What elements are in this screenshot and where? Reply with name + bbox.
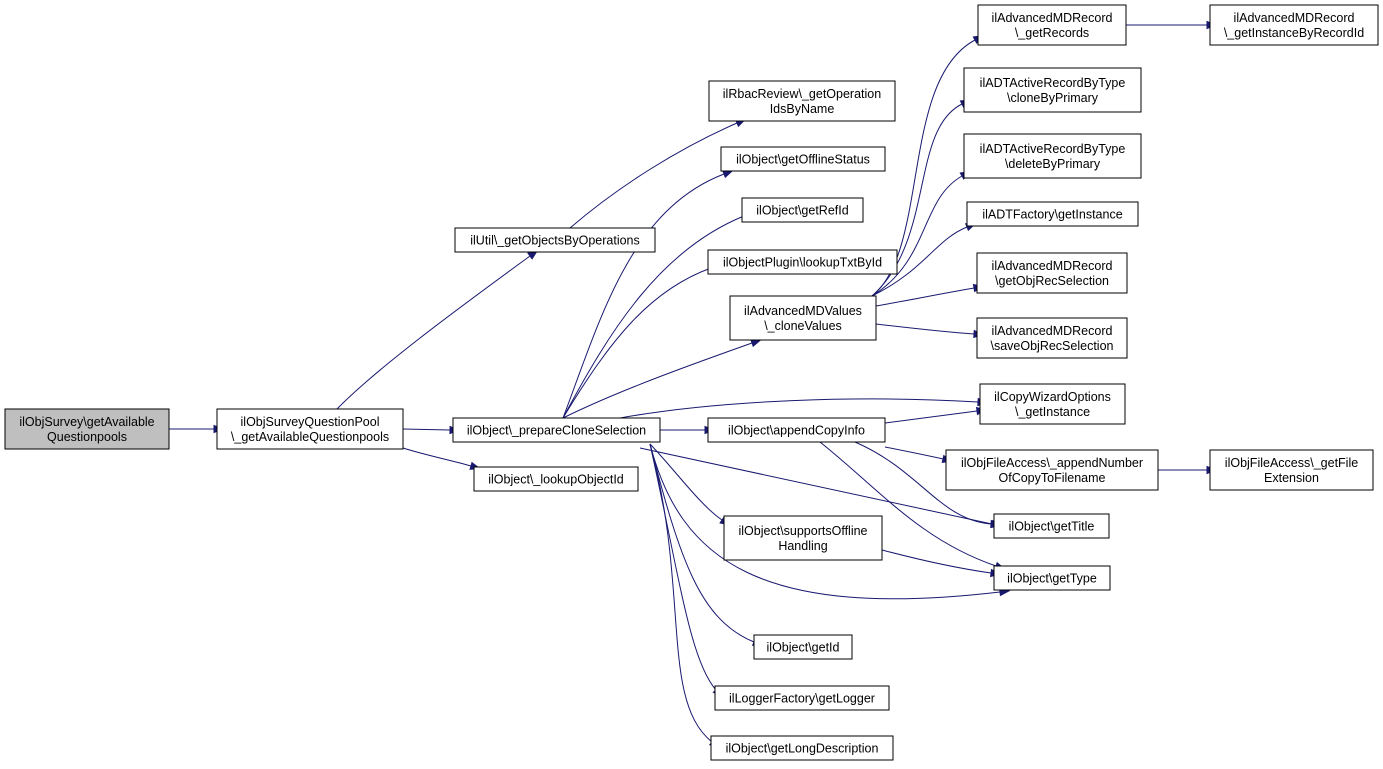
node-label: ilObject\getRefId [756, 204, 848, 218]
edge-prep-to-copywizard [619, 397, 989, 419]
node-getrecords[interactable]: ilAdvancedMDRecord\_getRecords [977, 4, 1127, 46]
node-label: \getObjRecSelection [995, 274, 1109, 288]
node-lookup[interactable]: ilObject\_lookupObjectId [473, 466, 639, 492]
edge-fileappend-to-fileext [1158, 465, 1218, 475]
node-label: Questionpools [47, 430, 127, 444]
node-label: ilObject\getId [767, 641, 840, 655]
node-getid[interactable]: ilObject\getId [753, 634, 853, 660]
edge-qpool-to-util [336, 249, 539, 410]
edge-qpool-to-lookup [402, 447, 481, 470]
node-root: ilObjSurvey\getAvailableQuestionpools [4, 408, 170, 450]
node-refid[interactable]: ilObject\getRefId [741, 197, 864, 223]
node-getobjrec[interactable]: ilAdvancedMDRecord\getObjRecSelection [976, 252, 1128, 294]
node-label: \_getInstanceByRecordId [1224, 26, 1364, 40]
edge-prep-to-supports [649, 443, 731, 526]
node-label: OfCopyToFilename [999, 471, 1106, 485]
node-label: Extension [1264, 471, 1319, 485]
node-qpool[interactable]: ilObjSurveyQuestionPool\_getAvailableQue… [216, 408, 404, 450]
arrowhead-icon [750, 339, 762, 348]
node-label: ilADTActiveRecordByType [980, 142, 1126, 156]
edge-appendcopy-to-copywizard [884, 406, 988, 424]
edge-root-to-qpool [169, 424, 225, 434]
node-label: ilAdvancedMDValues [744, 304, 862, 318]
node-adtfactory[interactable]: ilADTFactory\getInstance [966, 201, 1139, 227]
node-label: ilObjSurveyQuestionPool [241, 415, 380, 429]
edge-util-to-rbac [569, 118, 747, 229]
edge-mdvalues-to-saveobjrec [875, 323, 985, 339]
edge-prep-to-longdesc [649, 443, 721, 749]
node-label: ilObject\getTitle [1009, 520, 1095, 534]
node-label: ilAdvancedMDRecord [1234, 11, 1355, 25]
node-label: ilRbacReview\_getOperation [723, 87, 881, 101]
node-label: ilObject\getType [1007, 572, 1097, 586]
node-label: ilAdvancedMDRecord [992, 324, 1113, 338]
edge-supports-to-gettype [881, 549, 1002, 578]
node-label: ilADTActiveRecordByType [980, 76, 1126, 90]
node-label: ilObject\_lookupObjectId [488, 473, 624, 487]
node-label: ilAdvancedMDRecord [992, 259, 1113, 273]
node-fileappend[interactable]: ilObjFileAccess\_appendNumberOfCopyToFil… [945, 449, 1159, 491]
node-label: ilLoggerFactory\getLogger [729, 692, 875, 706]
node-label: ilAdvancedMDRecord [992, 11, 1113, 25]
node-label: ilCopyWizardOptions [994, 390, 1111, 404]
edge-prep-to-mdvalues [562, 339, 762, 419]
node-util[interactable]: ilUtil\_getObjectsByOperations [454, 227, 656, 253]
node-label: ilObjectPlugin\lookupTxtById [723, 256, 882, 270]
node-label: \_getAvailableQuestionpools [231, 430, 389, 444]
node-logger[interactable]: ilLoggerFactory\getLogger [714, 685, 890, 711]
node-gettitle[interactable]: ilObject\getTitle [993, 513, 1110, 539]
node-appendcopy[interactable]: ilObject\appendCopyInfo [707, 417, 886, 443]
node-label: \_getRecords [1015, 26, 1089, 40]
node-label: ilObject\getLongDescription [726, 742, 879, 756]
node-label: ilObjFileAccess\_appendNumber [961, 456, 1143, 470]
node-plugin[interactable]: ilObjectPlugin\lookupTxtById [707, 249, 898, 275]
node-prep[interactable]: ilObject\_prepareCloneSelection [452, 417, 661, 443]
node-instbyrec[interactable]: ilAdvancedMDRecord\_getInstanceByRecordI… [1209, 4, 1379, 46]
node-label: ilObject\_prepareCloneSelection [467, 424, 646, 438]
node-saveobjrec[interactable]: ilAdvancedMDRecord\saveObjRecSelection [976, 317, 1128, 359]
node-deletebyprim[interactable]: ilADTActiveRecordByType\deleteByPrimary [963, 133, 1142, 179]
node-offline[interactable]: ilObject\getOfflineStatus [720, 146, 886, 172]
node-label: IdsByName [770, 102, 835, 116]
node-label: ilObjFileAccess\_getFile [1225, 456, 1358, 470]
node-copywizard[interactable]: ilCopyWizardOptions\_getInstance [979, 383, 1126, 425]
node-longdesc[interactable]: ilObject\getLongDescription [710, 735, 894, 761]
node-label: \saveObjRecSelection [991, 339, 1114, 353]
edge-qpool-to-prep [402, 425, 461, 435]
node-label: \_cloneValues [764, 319, 842, 333]
node-gettype[interactable]: ilObject\getType [993, 565, 1111, 591]
edge-prep-to-appendcopy [660, 425, 716, 435]
node-label: \_getInstance [1015, 405, 1090, 419]
node-label: ilObject\supportsOffline [739, 524, 868, 538]
node-label: ilObjSurvey\getAvailable [19, 415, 154, 429]
edge-prep-to-plugin [562, 264, 721, 419]
edge-prep-to-logger [649, 443, 723, 698]
edge-appendcopy-to-fileappend [884, 446, 954, 464]
node-label: \cloneByPrimary [1007, 91, 1099, 105]
node-label: ilObject\appendCopyInfo [728, 424, 865, 438]
edge-mdvalues-to-getobjrec [875, 283, 985, 307]
edge-getrecords-to-instbyrec [1126, 20, 1218, 30]
node-label: Handling [778, 539, 827, 553]
node-label: \deleteByPrimary [1005, 157, 1101, 171]
node-label: ilUtil\_getObjectsByOperations [470, 234, 640, 248]
arrowhead-icon [722, 170, 734, 179]
node-clonebyprim[interactable]: ilADTActiveRecordByType\cloneByPrimary [963, 67, 1142, 113]
node-mdvalues[interactable]: ilAdvancedMDValues\_cloneValues [729, 295, 877, 341]
node-label: ilADTFactory\getInstance [982, 208, 1122, 222]
node-label: ilObject\getOfflineStatus [736, 153, 870, 167]
